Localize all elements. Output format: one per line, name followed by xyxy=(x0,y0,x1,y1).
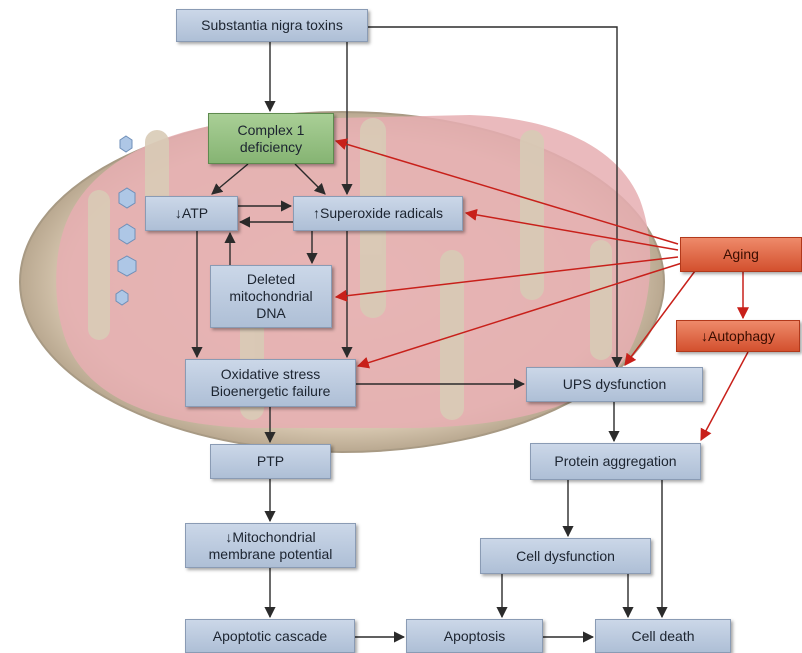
node-complex-1-deficiency: Complex 1 deficiency xyxy=(208,113,334,164)
arrow-complex1-to-atp xyxy=(211,163,249,195)
mitochondrion-cristae xyxy=(56,115,651,428)
node-oxidative-stress: Oxidative stress Bioenergetic failure xyxy=(185,359,356,407)
red-arrows xyxy=(334,138,749,442)
black-arrows xyxy=(191,26,668,643)
node-protein-aggregation: Protein aggregation xyxy=(530,443,701,480)
arrow-aging-to-oxidative xyxy=(356,262,683,369)
node-ups-dysfunction: UPS dysfunction xyxy=(526,367,703,402)
arrow-aging-to-superoxide xyxy=(464,208,679,251)
arrow-aging-to-ups xyxy=(624,270,696,366)
node-superoxide-radicals: ↑Superoxide radicals xyxy=(293,196,463,231)
arrow-aging-to-deleted-dna xyxy=(334,256,679,302)
node-apoptotic-cascade: Apoptotic cascade xyxy=(185,619,355,653)
arrow-aging-to-complex1 xyxy=(334,138,679,245)
arrow-complex1-to-superoxide xyxy=(294,163,326,195)
node-apoptosis: Apoptosis xyxy=(406,619,543,653)
node-cell-dysfunction: Cell dysfunction xyxy=(480,538,651,574)
mitochondrial-granules xyxy=(115,135,137,306)
arrow-autophagy-to-protein-aggregation xyxy=(700,351,749,442)
arrow-toxins-to-ups xyxy=(368,26,623,369)
node-mitochondrial-membrane-potential: ↓Mitochondrial membrane potential xyxy=(185,523,356,568)
node-atp: ↓ATP xyxy=(145,196,238,231)
node-deleted-mitochondrial-dna: Deleted mitochondrial DNA xyxy=(210,265,332,328)
node-substantia-nigra-toxins: Substantia nigra toxins xyxy=(176,9,368,42)
node-cell-death: Cell death xyxy=(595,619,731,653)
node-aging: Aging xyxy=(680,237,802,272)
node-autophagy: ↓Autophagy xyxy=(676,320,800,352)
node-ptp: PTP xyxy=(210,444,331,479)
